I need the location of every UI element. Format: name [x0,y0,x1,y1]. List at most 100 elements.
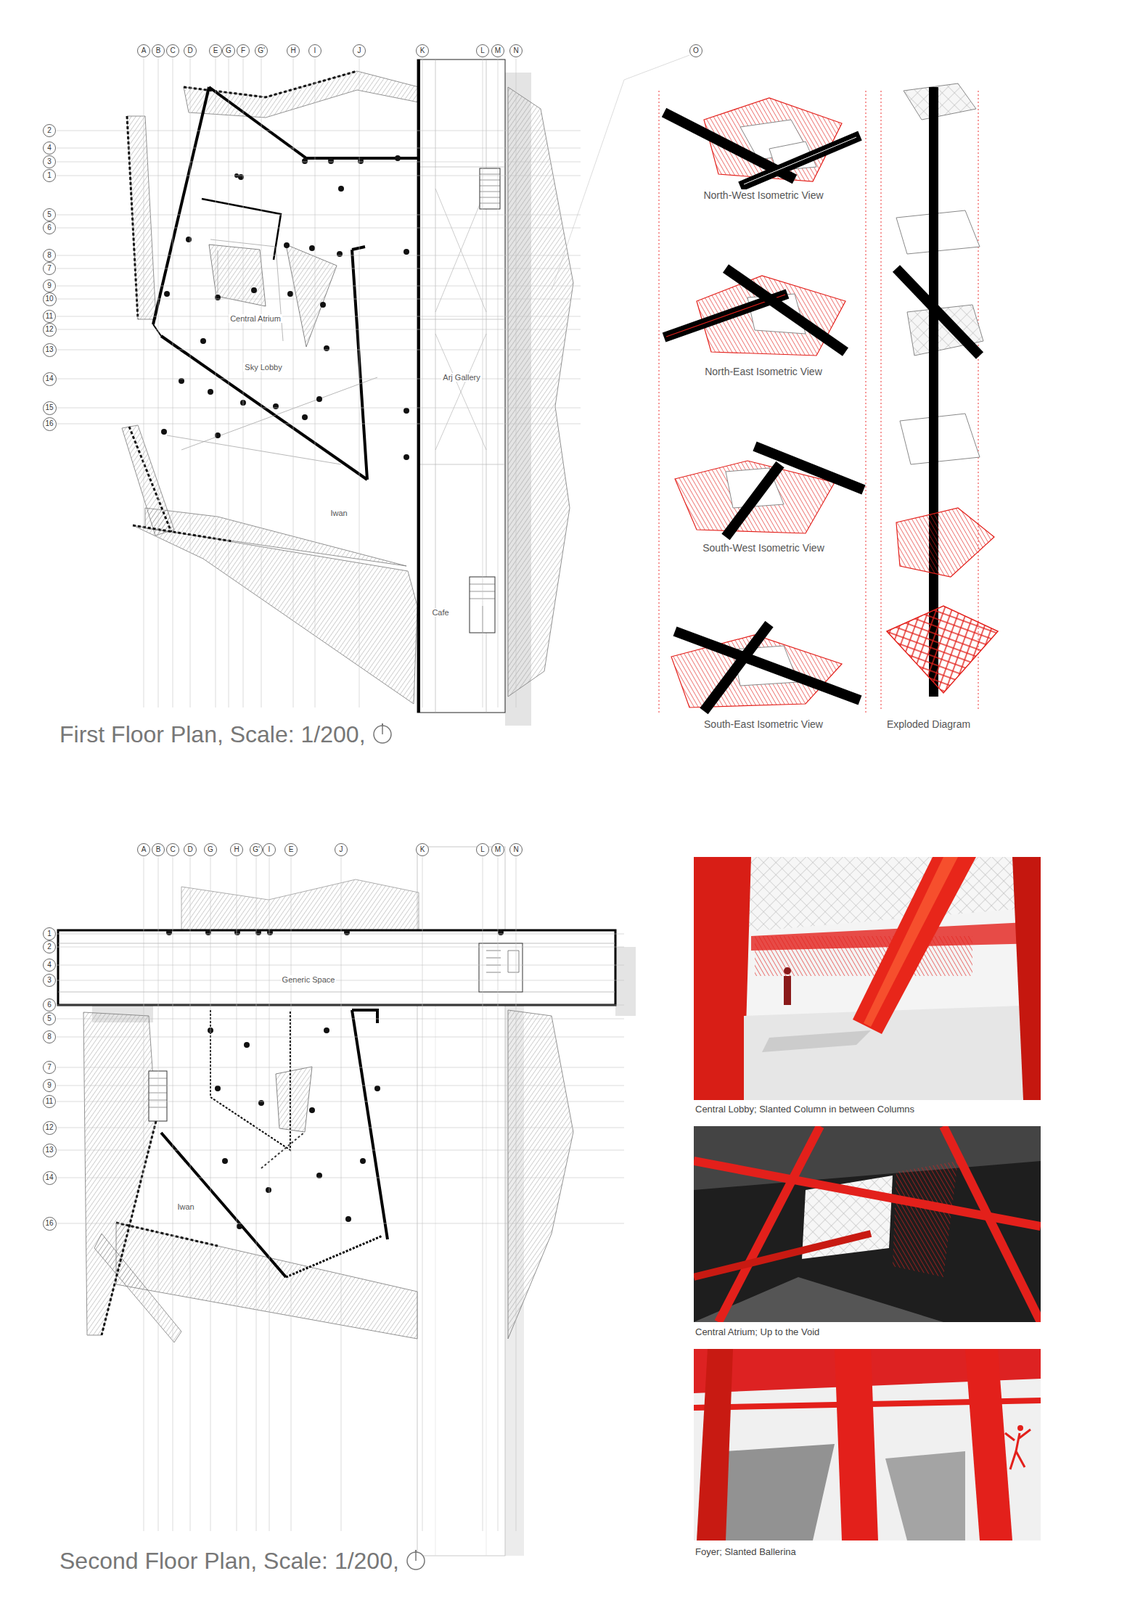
isometric-views [896,508,995,577]
grid-label: 11 [45,312,53,321]
second-floor-plan [615,947,636,1016]
first-floor-plan [403,407,410,414]
grid-bubble: 10 [42,292,57,307]
second-floor-plan [58,846,636,1556]
grid-bubble: 8 [42,1030,56,1044]
grid-leader-lines [56,55,690,1532]
grid-label: G [207,846,214,854]
isometric-views [725,268,846,352]
grid-bubble: 6 [42,221,56,235]
grid-bubble: H [286,44,300,58]
interior-renders [693,1349,1041,1541]
first-floor-plan [323,345,330,352]
first-floor-plan [251,287,257,294]
grid-bubble: 11 [42,309,56,323]
first-floor-plan [285,244,337,347]
grid-bubble: 12 [42,322,57,337]
grid-bubble: N [509,843,523,857]
first-floor-plan [417,59,506,713]
plan-title: First Floor Plan, Scale: 1/200, [58,721,368,749]
grid-bubble: G' [249,843,263,857]
grid-bubble: 3 [42,973,56,987]
interior-renders [1017,1425,1024,1432]
second-floor-plan [374,1085,381,1092]
grid-leader-lines [56,933,625,1224]
isometric-views [899,413,980,465]
first-floor-plan [121,59,574,726]
grid-label: F [240,47,246,55]
grid-bubble: 8 [42,248,56,262]
north-symbol [415,1550,417,1554]
grid-bubble: 9 [42,1079,56,1093]
grid-bubble: M [491,843,505,857]
grid-label: I [268,846,271,854]
grid-label: C [169,47,175,55]
grid-bubble: 2 [42,940,56,954]
room-label: Sky Lobby [243,362,284,373]
isometric-views [658,83,998,715]
second-floor-plan [265,1187,272,1194]
grid-bubble: B [151,44,165,58]
second-floor-plan [435,1005,487,1556]
grid-bubble: 6 [42,998,56,1012]
grid-label: G' [252,846,260,854]
interior-renders [1012,857,1041,1101]
first-floor-plan [469,584,495,633]
grid-bubble: D [183,843,197,857]
grid-bubble: G [222,44,236,58]
north-symbol [373,725,392,744]
second-floor-plan [343,929,350,936]
interior-renders [693,1126,1041,1323]
second-floor-plan [267,929,273,936]
grid-label: 7 [47,1063,52,1072]
interior-renders [1005,1429,1031,1470]
grid-label: 2 [47,943,52,951]
grid-label: N [513,846,519,854]
second-floor-plan [94,1233,182,1343]
grid-bubble: J [334,843,348,857]
first-floor-plan [301,414,308,421]
room-label: Iwan [328,508,349,519]
grid-label: 16 [44,1219,53,1228]
second-floor-plan [351,1010,388,1240]
grid-label: 15 [44,404,53,412]
view-caption: South-West Isometric View [701,542,826,554]
second-floor-plan [166,929,172,936]
second-floor-plan [181,879,419,931]
interior-renders [943,1126,1041,1323]
interior-renders [885,1451,966,1541]
isometric-views [674,631,860,701]
first-floor-plan [164,291,170,297]
interior-renders [892,1161,958,1278]
first-floor-plan [161,246,368,480]
grid-label: 16 [44,420,53,428]
isometric-views [674,446,864,538]
interior-renders [783,976,792,1006]
first-floor-plan [403,454,410,461]
grid-bubble: I [262,843,276,857]
grid-label: 13 [44,1146,53,1154]
grid-label: 10 [44,295,53,303]
grid-leader-lines [56,130,581,424]
grid-label: D [187,846,193,854]
first-floor-plan [121,425,175,536]
grid-leader-lines [551,55,690,291]
grid-bubble: 5 [42,208,56,222]
grid-label: 1 [47,930,52,938]
grid-label: H [233,846,239,854]
render-caption: Foyer; Slanted Ballerina [693,1547,798,1559]
grid-label: 14 [44,375,53,383]
second-floor-plan [236,1223,243,1230]
grid-bubble: 14 [42,372,57,387]
interior-renders [693,857,1041,1541]
second-floor-plan [214,1085,221,1092]
interior-renders [693,1349,1041,1541]
first-floor-plan [336,251,343,257]
first-floor-plan [272,403,279,410]
grid-label: 1 [47,171,52,180]
grid-label: 5 [47,211,52,219]
second-floor-plan [486,950,519,973]
grid-bubble: 7 [42,1060,56,1075]
second-floor-plan [258,1100,265,1106]
